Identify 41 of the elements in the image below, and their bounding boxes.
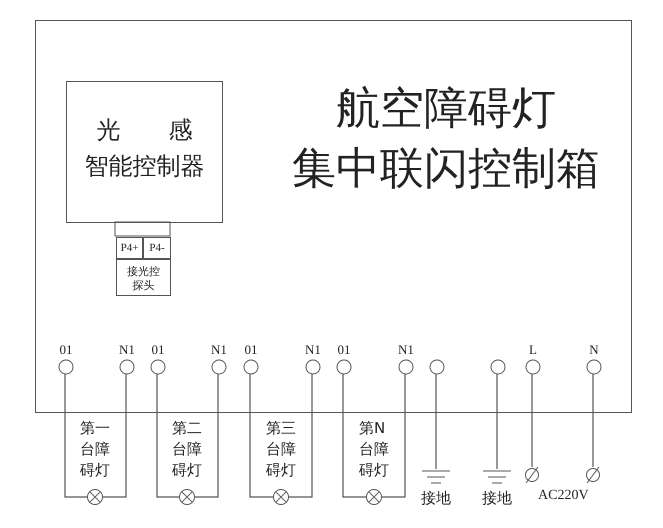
cabinet-title: 集中联闪控制箱 bbox=[291, 143, 601, 195]
wire bbox=[249, 373, 273, 498]
wire bbox=[342, 373, 366, 498]
terminal-label: 01 bbox=[150, 343, 166, 357]
wire bbox=[289, 373, 313, 498]
port-label: P4+ bbox=[120, 241, 140, 255]
ground-label: 接地 bbox=[421, 488, 451, 509]
lamp-label: 第一台障碍灯 bbox=[80, 418, 110, 481]
connector-label: 接光控探头 bbox=[126, 265, 161, 293]
terminal-label: 01 bbox=[336, 343, 352, 357]
terminal-port bbox=[116, 237, 143, 259]
voltage-label: AC220V bbox=[538, 488, 589, 504]
cabinet-title: 航空障碍灯 bbox=[335, 83, 557, 135]
probe-connector-box bbox=[116, 259, 171, 296]
terminal-label: 01 bbox=[58, 343, 74, 357]
wire bbox=[103, 373, 127, 498]
wire bbox=[592, 373, 594, 467]
wire bbox=[435, 373, 437, 469]
ground-label: 接地 bbox=[482, 488, 512, 509]
wire bbox=[382, 373, 406, 498]
terminal-label: N1 bbox=[118, 343, 136, 357]
wire bbox=[195, 373, 219, 498]
wire bbox=[531, 373, 533, 467]
wire bbox=[156, 373, 179, 498]
controller-label: 智能控制器 bbox=[84, 151, 206, 182]
terminal-label: N1 bbox=[397, 343, 415, 357]
controller-box bbox=[66, 81, 223, 223]
lamp-label: 第N台障碍灯 bbox=[359, 418, 389, 481]
wire bbox=[496, 373, 498, 469]
port-label: P4- bbox=[148, 241, 166, 255]
terminal-label: N1 bbox=[304, 343, 322, 357]
lamp-label: 第三台障碍灯 bbox=[266, 418, 296, 481]
terminal-label: N1 bbox=[210, 343, 228, 357]
lamp-label: 第二台障碍灯 bbox=[172, 418, 202, 481]
terminal-port bbox=[143, 237, 171, 259]
wire bbox=[64, 373, 87, 498]
controller-label: 光 感 bbox=[96, 115, 194, 146]
terminal-label: L bbox=[528, 343, 538, 357]
terminal-label: N bbox=[588, 343, 600, 357]
control-cabinet bbox=[35, 20, 632, 413]
terminal-label: 01 bbox=[244, 343, 258, 357]
